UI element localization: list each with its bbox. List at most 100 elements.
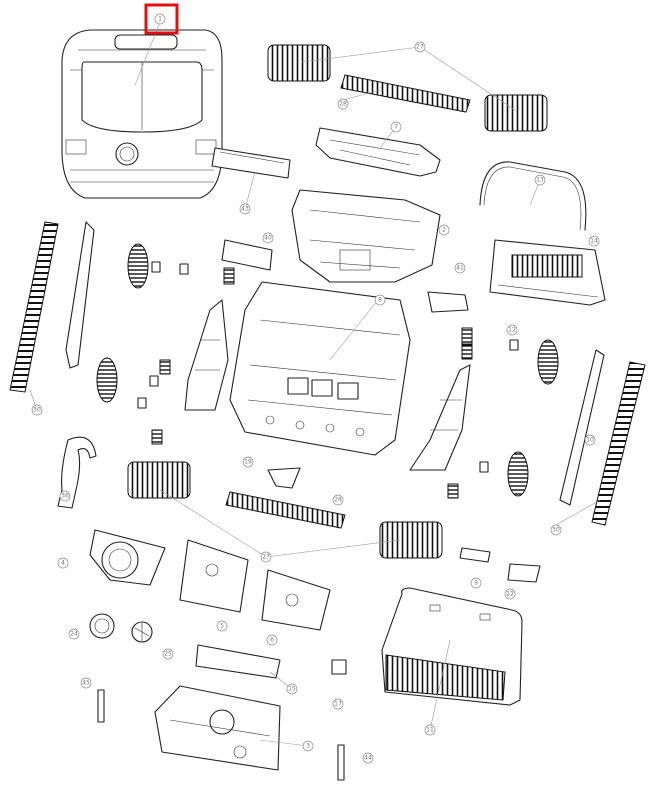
connector-part: [507, 563, 541, 583]
tread-pad-upper-right: [484, 94, 548, 132]
tread-pad-lower-right: [379, 521, 443, 559]
callout-41: 41: [454, 262, 466, 274]
flap-part: [211, 147, 291, 179]
svg-text:4: 4: [61, 560, 65, 567]
callout-4: 4: [57, 557, 69, 569]
motor-plate-left: [179, 539, 249, 613]
pump-motor-part: [89, 529, 166, 586]
svg-text:8: 8: [378, 297, 382, 304]
hook-tool-part: [57, 436, 97, 509]
callout-6: 6: [266, 634, 278, 646]
wheel-upper-right: [537, 339, 559, 385]
handle-bracket-part: [315, 127, 441, 177]
callout-14: 14: [588, 235, 600, 247]
callout-7: 7: [390, 121, 402, 133]
small-clip-part: [267, 467, 301, 489]
svg-text:10: 10: [586, 437, 594, 444]
upper-body-part: [291, 189, 441, 283]
svg-text:3: 3: [306, 743, 310, 750]
roller-stack-left: [151, 267, 235, 445]
control-button-part: [331, 659, 347, 675]
callout-12: 12: [506, 324, 518, 336]
callout-22: 22: [504, 588, 516, 600]
svg-text:36: 36: [61, 493, 69, 500]
filter-basket-part: [489, 239, 606, 306]
callout-11: 11: [424, 724, 436, 736]
svg-text:15: 15: [288, 686, 296, 693]
callout-24: 24: [68, 628, 80, 640]
brush-roller-upper: [340, 74, 471, 113]
svg-text:45: 45: [82, 680, 90, 687]
brush-roller-lower: [225, 491, 346, 529]
callout-3: 3: [302, 740, 314, 752]
svg-text:19: 19: [244, 459, 252, 466]
callout-27b: 27: [260, 551, 272, 563]
svg-text:28: 28: [334, 497, 342, 504]
callout-8: 8: [374, 294, 386, 306]
callout-1: 1: [154, 13, 166, 25]
base-tray-part: [154, 685, 281, 771]
side-bracket-left: [184, 299, 229, 411]
top-cover-part: [61, 29, 223, 199]
svg-text:44: 44: [364, 755, 372, 762]
callout-40: 40: [262, 232, 274, 244]
callout-15: 15: [286, 683, 298, 695]
callout-5: 5: [216, 620, 228, 632]
svg-text:28: 28: [339, 101, 347, 108]
callout-43: 43: [239, 203, 251, 215]
svg-text:17: 17: [334, 701, 342, 708]
drive-track-right: [591, 361, 646, 526]
svg-text:43: 43: [241, 206, 249, 213]
sensor-board-part: [459, 547, 491, 563]
main-frame-part: [229, 281, 411, 456]
callout-17: 17: [332, 698, 344, 710]
svg-text:24: 24: [70, 631, 78, 638]
impeller-fan-part: [131, 621, 153, 643]
drive-track-left: [9, 221, 59, 393]
carry-handle-part: [479, 161, 587, 231]
callout-19: 19: [242, 456, 254, 468]
track-guide-right: [559, 349, 605, 506]
callout-9: 9: [470, 577, 482, 589]
callout-13: 13: [534, 174, 546, 186]
callout-25: 25: [162, 648, 174, 660]
tread-pad-upper-left: [267, 44, 331, 82]
svg-text:9: 9: [474, 580, 478, 587]
callout-30b: 30: [550, 524, 562, 536]
svg-text:27: 27: [416, 44, 424, 51]
track-guide-left: [65, 221, 95, 369]
power-supply-part: [381, 587, 523, 706]
highlight-box: [144, 3, 179, 35]
impeller-ring-part: [89, 613, 115, 639]
callout-36: 36: [59, 490, 71, 502]
svg-text:2: 2: [442, 227, 446, 234]
callout-30a: 30: [31, 404, 43, 416]
wheel-lower-right: [507, 451, 529, 497]
callouts: 1 27 28 7 43 13 2 40 14 41 8 30 36 19 28…: [31, 13, 600, 764]
svg-text:30: 30: [33, 407, 41, 414]
callout-45: 45: [80, 677, 92, 689]
svg-text:13: 13: [536, 177, 544, 184]
roller-stack-right: [447, 327, 473, 499]
svg-text:6: 6: [270, 637, 274, 644]
wheel-lower-left: [96, 357, 118, 403]
side-bracket-right: [409, 364, 471, 471]
motor-mount-part-a: [221, 239, 273, 271]
callout-28b: 28: [332, 494, 344, 506]
svg-text:40: 40: [264, 235, 272, 242]
motor-plate-right: [261, 569, 331, 631]
callout-44: 44: [362, 752, 374, 764]
callout-27a: 27: [414, 41, 426, 53]
screw-set: [97, 261, 519, 781]
callout-10: 10: [584, 434, 596, 446]
svg-text:25: 25: [164, 651, 172, 658]
svg-text:14: 14: [590, 238, 598, 245]
svg-text:12: 12: [508, 327, 516, 334]
svg-text:5: 5: [220, 623, 224, 630]
wheel-upper-left: [127, 243, 149, 289]
svg-text:41: 41: [456, 265, 464, 272]
cable-clip-part: [195, 644, 281, 679]
callout-2: 2: [438, 224, 450, 236]
svg-text:11: 11: [426, 727, 434, 734]
